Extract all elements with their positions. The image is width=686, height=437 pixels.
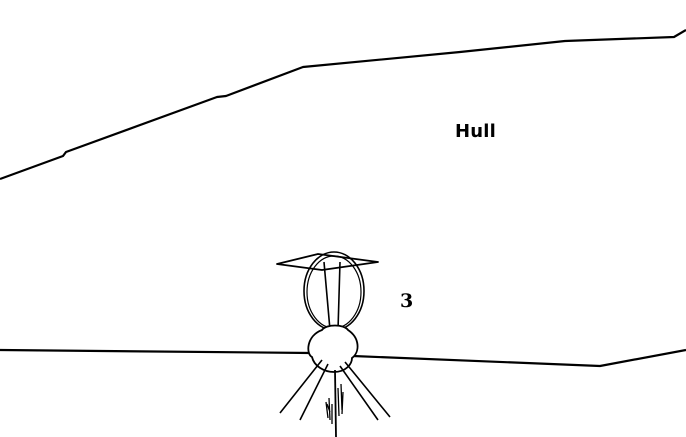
central-shaft [323,261,341,331]
hull-upper-outline [0,29,686,181]
support-legs [279,359,391,421]
mounting-plate [276,253,379,271]
hull-label: Hull [455,121,497,142]
centre-spike [334,369,337,437]
loop-ring [303,251,365,331]
loop-ring-inner [306,255,362,329]
part-number-label: 3 [400,290,414,312]
hub-body [307,324,359,373]
fringe-strands [325,383,344,424]
hull-lower-outline [0,348,686,368]
